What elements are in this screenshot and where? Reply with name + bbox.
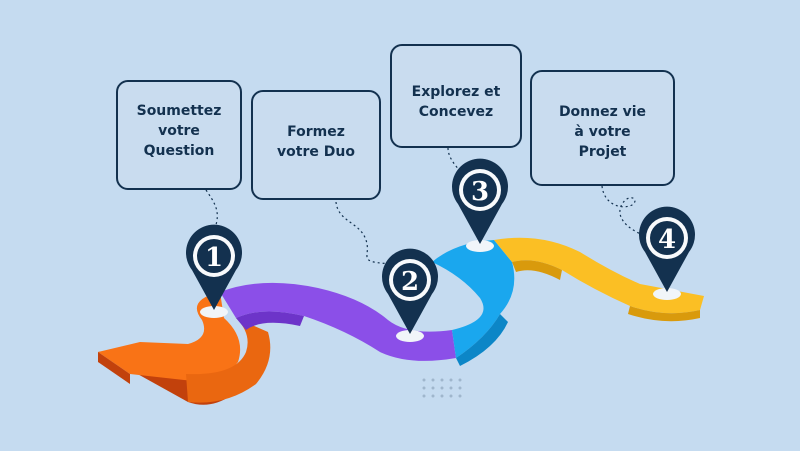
connector-4 — [601, 185, 655, 239]
road-segment-2 — [220, 282, 456, 361]
connector-2 — [335, 201, 395, 265]
step-label-3: Explorez et Concevez — [411, 84, 501, 120]
step-label-2: Formez votre Duo — [277, 124, 355, 160]
step-label-1: Soumettez votre Question — [136, 103, 222, 159]
step-label-4: Donnez vie à votre Projet — [558, 104, 647, 160]
road-segment-4 — [494, 237, 704, 322]
step-box-3: Explorez et Concevez — [390, 44, 522, 148]
road-segment-3 — [432, 240, 515, 366]
map-pin-3: 3 — [452, 158, 508, 252]
pin-number-1: 1 — [205, 243, 223, 273]
connector-lines — [205, 147, 655, 265]
connector-1 — [205, 189, 218, 231]
step-box-4: Donnez vie à votre Projet — [530, 70, 675, 186]
step-box-1: Soumettez votre Question — [116, 80, 242, 190]
pin-number-4: 4 — [658, 225, 676, 255]
pin-number-2: 2 — [401, 267, 419, 297]
map-pin-1: 1 — [186, 224, 242, 318]
dot-grid — [422, 378, 462, 398]
pin-number-3: 3 — [471, 177, 489, 207]
map-pin-2: 2 — [382, 248, 438, 342]
map-pin-4: 4 — [639, 206, 695, 300]
step-box-2: Formez votre Duo — [251, 90, 381, 200]
